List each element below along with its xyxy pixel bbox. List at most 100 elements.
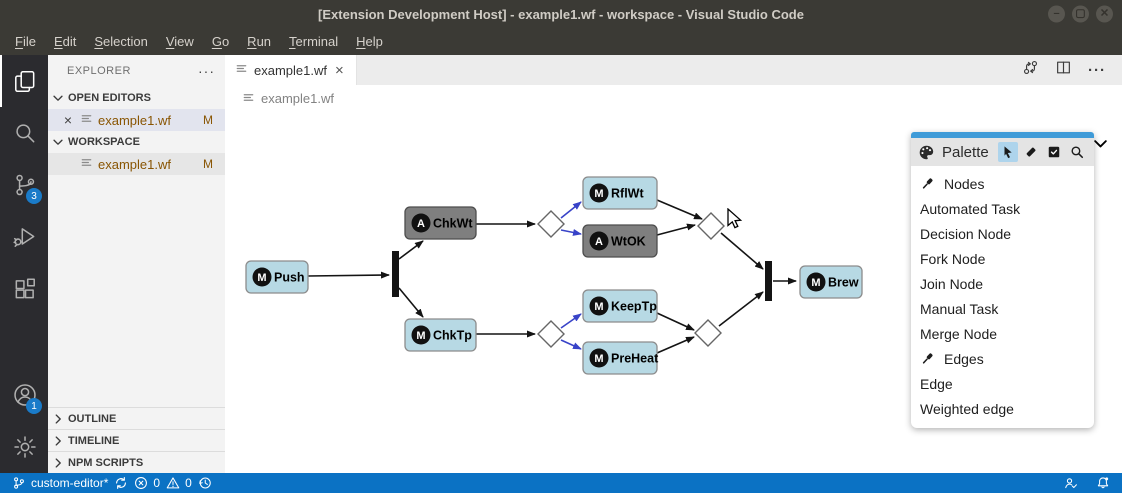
minimize-window-button[interactable]: – (1048, 5, 1065, 23)
split-editor-icon[interactable] (1055, 59, 1072, 81)
search-tool[interactable] (1067, 142, 1087, 162)
palette-item-edge[interactable]: Edge (920, 375, 953, 392)
edge-14[interactable] (718, 291, 764, 327)
decision-node-2[interactable] (537, 320, 565, 348)
menu-item-view[interactable]: View (165, 34, 194, 49)
palette-logo-icon (918, 144, 935, 161)
badge: 1 (26, 398, 42, 414)
outline-header[interactable]: OUTLINE (48, 407, 225, 429)
edge-6[interactable] (656, 199, 703, 220)
merge-node-1[interactable] (697, 212, 725, 240)
palette-group-nodes[interactable]: Nodes (911, 171, 1094, 196)
marquee-tool[interactable] (1044, 142, 1064, 162)
weighted-edge-5[interactable] (560, 228, 582, 236)
edge-8[interactable] (720, 232, 764, 270)
git-branch-icon (12, 476, 26, 490)
status-sync[interactable] (114, 476, 128, 490)
edge-13[interactable] (656, 336, 695, 354)
breadcrumb[interactable]: example1.wf (225, 85, 1122, 112)
timeline-header[interactable]: TIMELINE (48, 429, 225, 451)
tab-example1-wf[interactable]: example1.wf × (225, 55, 357, 85)
menu-item-file[interactable]: File (15, 34, 36, 49)
edge-0[interactable] (307, 271, 390, 279)
file-icon (235, 62, 248, 78)
menu-item-run[interactable]: Run (247, 34, 272, 49)
weighted-edge-10[interactable] (560, 313, 582, 329)
tab-label: example1.wf (254, 62, 327, 78)
maximize-window-button[interactable]: ▢ (1072, 5, 1089, 23)
selection-tool[interactable] (998, 142, 1018, 162)
activity-explorer-button[interactable] (0, 55, 48, 107)
palette-collapse-chevron-icon[interactable] (1091, 134, 1110, 158)
status-warning[interactable]: 0 (166, 476, 192, 490)
npm-scripts-header[interactable]: NPM SCRIPTS (48, 451, 225, 473)
close-window-button[interactable]: ✕ (1096, 5, 1113, 23)
status-error[interactable]: 0 (134, 476, 160, 490)
workspace-header[interactable]: WORKSPACE (48, 131, 225, 153)
workspace-file-item[interactable]: example1.wf M (48, 153, 225, 175)
status-git-branch[interactable]: custom-editor* (12, 476, 108, 490)
menu-item-help[interactable]: Help (356, 34, 383, 49)
activity-settings-button[interactable] (0, 421, 48, 473)
sidebar-title: EXPLORER (67, 65, 131, 77)
palette-group-edges[interactable]: Edges (911, 346, 1094, 371)
activity-accounts-button[interactable]: 1 (0, 369, 48, 421)
search-icon (12, 120, 38, 146)
join-node[interactable] (765, 261, 772, 301)
palette-item-join-node[interactable]: Join Node (920, 275, 984, 292)
palette-item-manual-task[interactable]: Manual Task (920, 300, 999, 317)
close-editor-icon[interactable]: × (63, 112, 73, 128)
weighted-edge-11[interactable] (560, 339, 582, 350)
edge-7[interactable] (656, 223, 696, 236)
eraser-tool[interactable] (1021, 142, 1041, 162)
menu-item-selection[interactable]: Selection (94, 34, 148, 49)
open-editors-header[interactable]: OPEN EDITORS (48, 87, 225, 109)
status-feedback[interactable] (1064, 476, 1078, 490)
palette-item-automated-task[interactable]: Automated Task (920, 200, 1021, 217)
open-changes-icon[interactable] (1022, 59, 1039, 81)
svg-text:RflWt: RflWt (611, 187, 644, 201)
activity-source-control-button[interactable]: 3 (0, 159, 48, 211)
file-icon (80, 112, 93, 128)
weighted-edge-4[interactable] (560, 201, 582, 219)
mouse-cursor (726, 207, 746, 235)
activity-run-and-debug-button[interactable] (0, 211, 48, 263)
edge-2[interactable] (398, 287, 424, 318)
explorer-more-actions-button[interactable]: ··· (198, 63, 215, 79)
activity-extensions-button[interactable] (0, 263, 48, 315)
status-history[interactable] (198, 476, 212, 490)
activity-search-button[interactable] (0, 107, 48, 159)
palette-item-weighted-edge[interactable]: Weighted edge (920, 400, 1014, 417)
edge-1[interactable] (398, 240, 424, 260)
tab-close-icon[interactable]: × (334, 61, 344, 79)
chevron-down-icon (51, 91, 65, 105)
merge-node-2[interactable] (694, 319, 722, 347)
open-editor-item[interactable]: × example1.wf M (48, 109, 225, 131)
edge-12[interactable] (656, 312, 695, 331)
chevron-right-icon (51, 412, 65, 426)
palette-item-decision-node[interactable]: Decision Node (920, 225, 1012, 242)
more-actions-icon[interactable]: ··· (1088, 61, 1106, 79)
palette-item-fork-node[interactable]: Fork Node (920, 250, 986, 267)
status-bell[interactable] (1096, 476, 1110, 490)
menu-item-terminal[interactable]: Terminal (289, 34, 339, 49)
svg-text:PreHeat: PreHeat (611, 352, 659, 366)
svg-text:M: M (594, 301, 603, 313)
fork-node[interactable] (392, 251, 399, 297)
palette-item-merge-node[interactable]: Merge Node (920, 325, 998, 342)
menu-item-edit[interactable]: Edit (53, 34, 77, 49)
decision-node-1[interactable] (537, 210, 565, 238)
menu-item-go[interactable]: Go (211, 34, 230, 49)
